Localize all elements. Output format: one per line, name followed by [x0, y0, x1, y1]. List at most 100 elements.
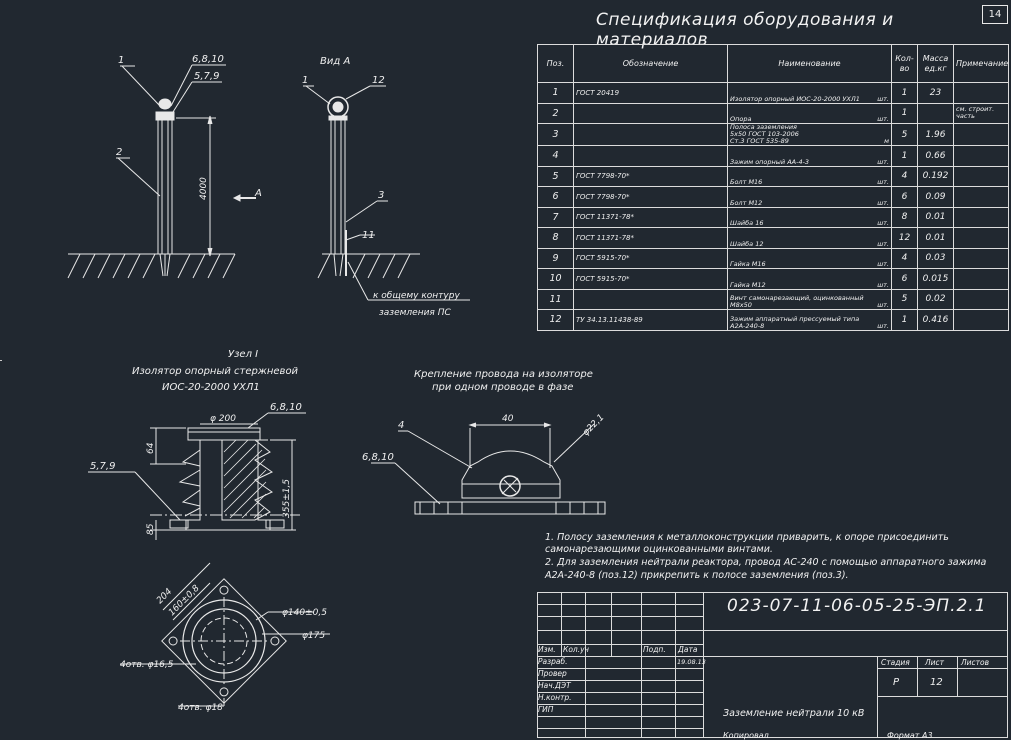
- spec-header-name: Наименование: [727, 44, 892, 83]
- spec-unit: шт.: [877, 219, 889, 227]
- pole-front: [155, 98, 175, 277]
- spec-name: Шайба 16: [730, 219, 764, 227]
- ground-note-1: к общему контуру: [373, 291, 460, 301]
- flange-plan: [161, 578, 287, 704]
- callout-12: 12: [372, 75, 385, 86]
- spec-unit: шт.: [877, 280, 889, 289]
- tb-list-value: 12: [930, 677, 943, 688]
- mount-title-1: Крепление провода на изоляторе: [414, 369, 593, 380]
- holes-note-2: 4отв. φ18: [178, 703, 223, 713]
- tb-data: Дата: [678, 645, 698, 654]
- spec-name-cell: Болт М12 шт.: [727, 186, 892, 208]
- callout-6810-node: 6,8,10: [270, 402, 302, 413]
- height-label: 4000: [199, 177, 209, 200]
- spec-note: [953, 123, 1009, 146]
- tb-razrab-date: 19.08.13: [677, 658, 706, 666]
- tb-stadia-header: Стадия: [881, 658, 910, 667]
- note-line-4: А2А-240-8 (поз.12) прикрепить к полосе з…: [545, 570, 849, 581]
- ground-hatch-right: [317, 253, 411, 279]
- spec-unit: шт.: [877, 157, 889, 166]
- spec-name: Гайка М16: [730, 260, 766, 268]
- spec-name: Винт самонарезающий, оцинкованный М8х50: [730, 294, 864, 309]
- callout-6810-front: 6,8,10: [192, 54, 224, 65]
- dim-d200: φ 200: [210, 414, 236, 424]
- spec-name: Изолятор опорный ИОС-20-2000 УХЛ1: [730, 94, 860, 103]
- tb-format: Формат А3: [887, 731, 933, 740]
- spec-header-designation: Обозначение: [573, 44, 728, 83]
- spec-row: 3 Полоса заземления 5х50 ГОСТ 103-2006 Ст…: [537, 123, 1009, 146]
- spec-header-mass: Масса ед.кг: [917, 44, 954, 83]
- spec-unit: шт.: [877, 321, 889, 330]
- callout-3: 3: [378, 190, 384, 201]
- tb-nkontr: Н.контр.: [538, 693, 572, 702]
- dim-d140: φ140±0,5: [282, 608, 327, 618]
- tb-list-header: Лист: [925, 658, 945, 667]
- spec-name: Зажим аппаратный прессуемый типа А2А-240…: [730, 314, 860, 330]
- tb-izm: Изм.: [538, 645, 556, 654]
- spec-unit: шт.: [877, 178, 889, 186]
- node-title-3: ИОС-20-2000 УХЛ1: [162, 382, 260, 393]
- spec-pos: 3: [537, 123, 574, 146]
- tb-podp: Подп.: [643, 645, 666, 654]
- callout-1-view: 1: [302, 75, 308, 86]
- spec-name: Болт М12: [730, 198, 763, 207]
- tb-kol-uch: Кол.уч: [563, 645, 589, 654]
- spec-unit: шт.: [877, 94, 889, 103]
- note-line-1: 1. Полосу заземления к металлоконструкци…: [545, 532, 949, 543]
- tb-nach: Нач.ДЭТ: [538, 681, 571, 690]
- spec-name: Опора: [730, 115, 752, 123]
- note-line-3: 2. Для заземления нейтрали реактора, про…: [545, 557, 987, 568]
- dim-40: 40: [502, 414, 514, 424]
- callout-11: 11: [362, 230, 375, 241]
- spec-name-cell: Полоса заземления 5х50 ГОСТ 103-2006 Ст.…: [727, 123, 892, 146]
- spec-header-qty: Кол- во: [891, 44, 918, 83]
- tb-razrab: Разраб.: [538, 657, 568, 666]
- callout-579-front: 5,7,9: [194, 71, 219, 82]
- spec-unit: м: [884, 137, 889, 145]
- view-a-title: Вид А: [320, 56, 350, 67]
- dim-d175: φ175: [302, 631, 325, 641]
- spec-header-pos: Поз.: [537, 44, 574, 83]
- dim-355: 355±1,5: [282, 479, 292, 518]
- dim-d22: φ22,1: [581, 413, 606, 438]
- callout-1-front: 1: [118, 55, 124, 66]
- mount-title-2: при одном проводе в фазе: [432, 382, 573, 393]
- spec-header-row: Поз. Обозначение Наименование Кол- во Ма…: [537, 44, 1009, 83]
- insulator-section: [150, 427, 300, 531]
- spec-header-note: Примечание: [953, 44, 1009, 83]
- spec-name-cell: Зажим аппаратный прессуемый типа А2А-240…: [727, 309, 892, 331]
- spec-unit: шт.: [877, 301, 889, 309]
- dim-204: 204: [155, 587, 174, 606]
- dim-64: 64: [146, 442, 156, 454]
- tb-copied: Копировал: [723, 731, 769, 740]
- spec-name-cell: Изолятор опорный ИОС-20-2000 УХЛ1 шт.: [727, 82, 892, 104]
- callout-6810-mount: 6,8,10: [362, 452, 394, 463]
- spec-note: [953, 309, 1009, 331]
- tb-gip: ГИП: [538, 705, 554, 714]
- spec-name: Болт М16: [730, 178, 763, 186]
- spec-unit: шт.: [877, 198, 889, 207]
- tb-listov-header: Листов: [961, 658, 990, 667]
- tb-stadia-value: Р: [893, 677, 900, 688]
- pole-view-a: [327, 96, 349, 277]
- spec-name: Полоса заземления 5х50 ГОСТ 103-2006 Ст.…: [730, 123, 799, 145]
- callout-4: 4: [398, 420, 404, 431]
- spec-designation: ТУ 34.13.11438-89: [573, 309, 728, 331]
- spec-name: Зажим опорный АА-4-3: [730, 157, 810, 166]
- tb-sheet-name: Заземление нейтрали 10 кВ: [723, 708, 865, 719]
- dim-85: 85: [146, 523, 156, 535]
- spec-unit: шт.: [877, 260, 889, 268]
- note-line-2: самонарезающими оцинкованными винтами.: [545, 544, 773, 555]
- title-block: 023-07-11-06-05-25-ЭП.2.1 Изм. Кол.уч По…: [537, 592, 1008, 740]
- spec-table: Поз. Обозначение Наименование Кол- во Ма…: [537, 44, 1009, 331]
- node-title-2: Изолятор опорный стержневой: [132, 366, 299, 377]
